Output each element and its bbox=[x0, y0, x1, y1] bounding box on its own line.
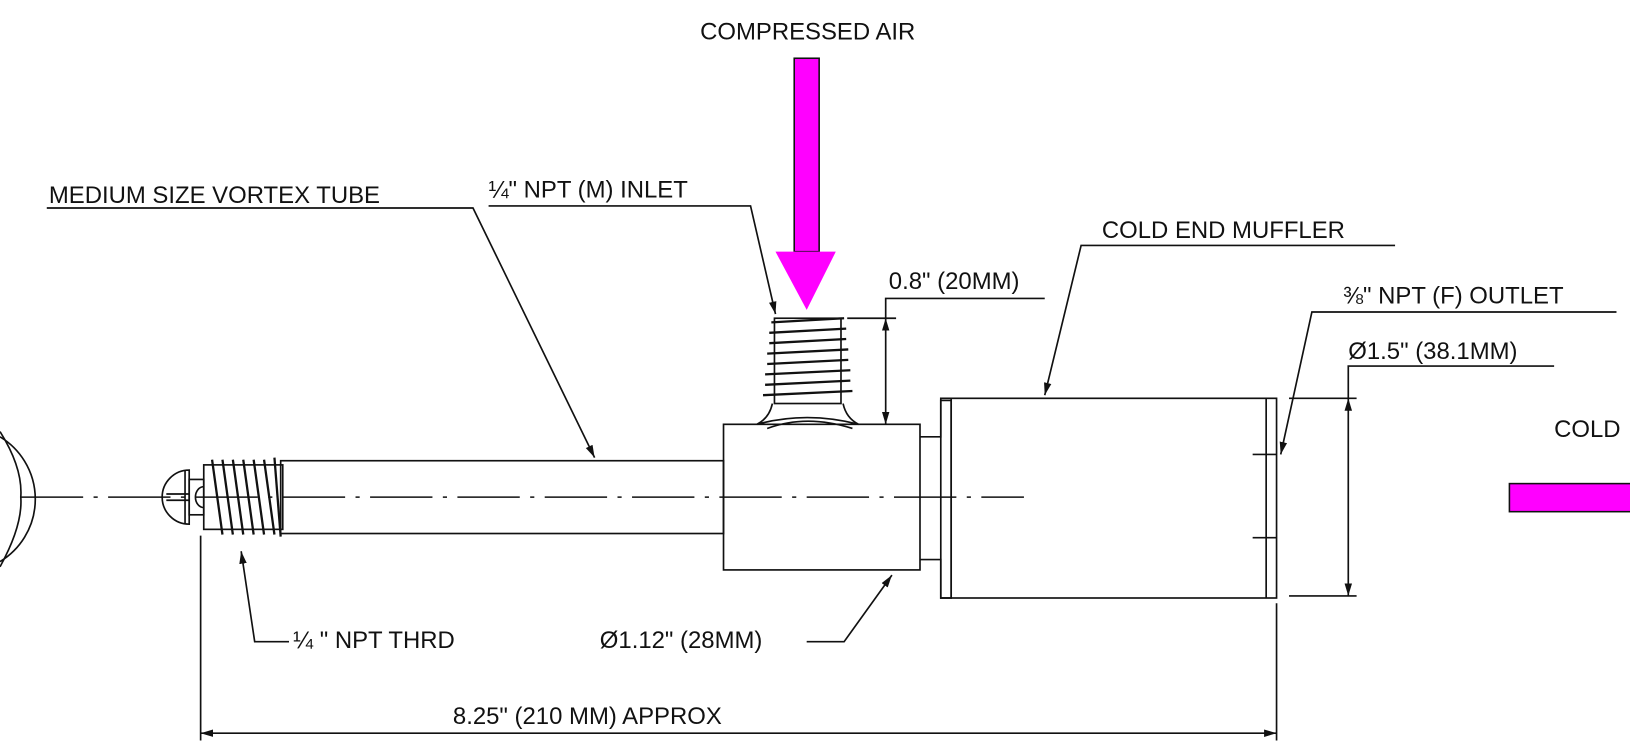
inlet-label: ¼" NPT (M) INLET bbox=[489, 177, 689, 204]
overall-length-label: 8.25" (210 MM) APPROX bbox=[453, 703, 722, 730]
body-diameter-label: Ø1.12" (28MM) bbox=[600, 627, 763, 654]
cold-end-muffler-label: COLD END MUFFLER bbox=[1102, 217, 1345, 244]
compressed-air-label: COMPRESSED AIR bbox=[700, 19, 915, 46]
vortex-tube-label: MEDIUM SIZE VORTEX TUBE bbox=[49, 182, 380, 209]
hot-end-screw bbox=[161, 469, 205, 525]
cold-end-muffler bbox=[919, 397, 1278, 599]
inlet-fitting bbox=[756, 317, 860, 430]
cold-output-label: COLD bbox=[1554, 416, 1620, 443]
inlet-height-label: 0.8" (20MM) bbox=[889, 268, 1020, 295]
hot-end-valve-outline bbox=[0, 436, 37, 563]
npt-thread-label: ¼ " NPT THRD bbox=[293, 627, 455, 654]
tee-body bbox=[722, 423, 921, 571]
compressed-air-arrow-icon bbox=[775, 57, 836, 310]
outlet-label: ⅜" NPT (F) OUTLET bbox=[1343, 283, 1564, 310]
cold-air-arrow-icon bbox=[1508, 482, 1630, 513]
hot-end-thread bbox=[202, 457, 284, 537]
muffler-diameter-label: Ø1.5" (38.1MM) bbox=[1348, 338, 1517, 365]
